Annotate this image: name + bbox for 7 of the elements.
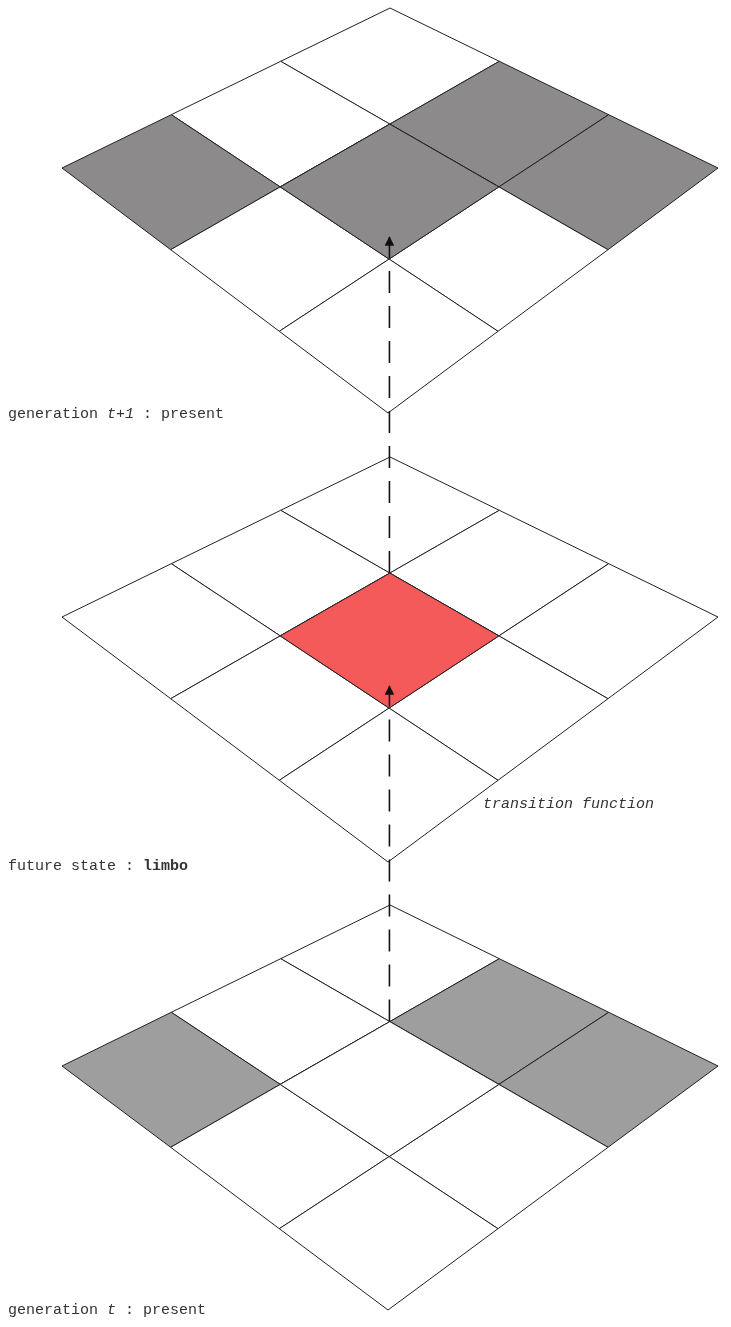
grid-caption: generation t+1 : present [8, 406, 225, 424]
grid-cell [279, 123, 500, 260]
annotation-label: transition function [483, 796, 655, 814]
grid-caption: future state : limbo [8, 858, 189, 876]
grid-cell [279, 1021, 500, 1158]
grid-cell [279, 572, 500, 709]
grid-caption: generation t : present [8, 1302, 207, 1320]
